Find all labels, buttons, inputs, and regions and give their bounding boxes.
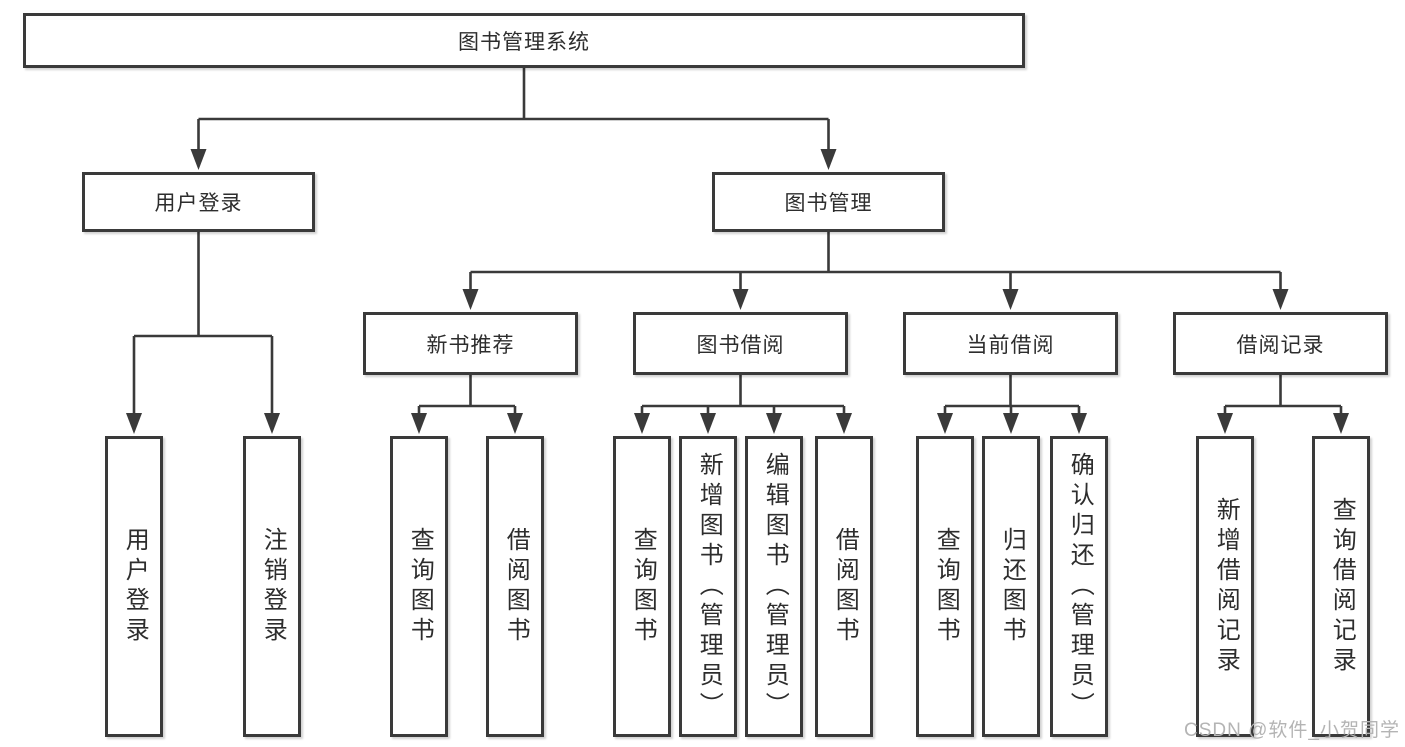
node-leaf-query-books-1: 查询图书 bbox=[390, 436, 448, 737]
watermark: CSDN @软件_小贺同学 bbox=[1184, 720, 1400, 741]
node-current-borrowing: 当前借阅 bbox=[903, 312, 1118, 375]
node-label: 图书管理 bbox=[784, 192, 873, 215]
node-label: 新书推荐 bbox=[426, 333, 515, 357]
node-borrowing-records: 借阅记录 bbox=[1173, 312, 1388, 375]
node-label: 借阅图书 bbox=[502, 526, 530, 647]
node-leaf-borrow-books-2: 借阅图书 bbox=[815, 436, 873, 737]
node-book-management: 图书管理 bbox=[712, 172, 945, 232]
node-leaf-add-books-admin: 新增图书（管理员） bbox=[679, 436, 737, 737]
node-leaf-user-login: 用户登录 bbox=[105, 436, 163, 737]
node-book-management-system: 图书管理系统 bbox=[23, 13, 1025, 68]
node-label: 图书借阅 bbox=[696, 333, 785, 357]
node-label: 新增借阅记录 bbox=[1212, 496, 1240, 677]
node-label: 用户登录 bbox=[154, 192, 243, 215]
node-label: 图书管理系统 bbox=[458, 30, 590, 54]
node-leaf-edit-books-admin: 编辑图书（管理员） bbox=[745, 436, 803, 737]
node-label: 查询图书 bbox=[406, 526, 434, 647]
node-label: 查询图书 bbox=[932, 526, 960, 647]
node-label: 确认归还（管理员） bbox=[1066, 451, 1094, 722]
node-leaf-query-books-3: 查询图书 bbox=[916, 436, 974, 737]
node-user-login: 用户登录 bbox=[82, 172, 315, 232]
node-label: 借阅图书 bbox=[831, 526, 859, 647]
node-leaf-return-books: 归还图书 bbox=[982, 436, 1040, 737]
node-leaf-add-borrow-record: 新增借阅记录 bbox=[1196, 436, 1254, 737]
node-leaf-confirm-return-admin: 确认归还（管理员） bbox=[1050, 436, 1108, 737]
node-leaf-query-borrow-record: 查询借阅记录 bbox=[1312, 436, 1370, 737]
node-label: 查询借阅记录 bbox=[1328, 496, 1356, 677]
node-label: 查询图书 bbox=[629, 526, 657, 647]
node-label: 归还图书 bbox=[998, 526, 1026, 647]
node-book-borrowing: 图书借阅 bbox=[633, 312, 848, 375]
node-label: 用户登录 bbox=[121, 526, 149, 647]
node-leaf-borrow-books-1: 借阅图书 bbox=[486, 436, 544, 737]
node-leaf-query-books-2: 查询图书 bbox=[613, 436, 671, 737]
node-label: 注销登录 bbox=[259, 526, 287, 647]
node-label: 编辑图书（管理员） bbox=[761, 451, 789, 722]
node-new-book-recommend: 新书推荐 bbox=[363, 312, 578, 375]
node-label: 借阅记录 bbox=[1236, 333, 1325, 357]
node-leaf-logout: 注销登录 bbox=[243, 436, 301, 737]
node-label: 当前借阅 bbox=[966, 333, 1055, 357]
node-label: 新增图书（管理员） bbox=[695, 451, 723, 722]
